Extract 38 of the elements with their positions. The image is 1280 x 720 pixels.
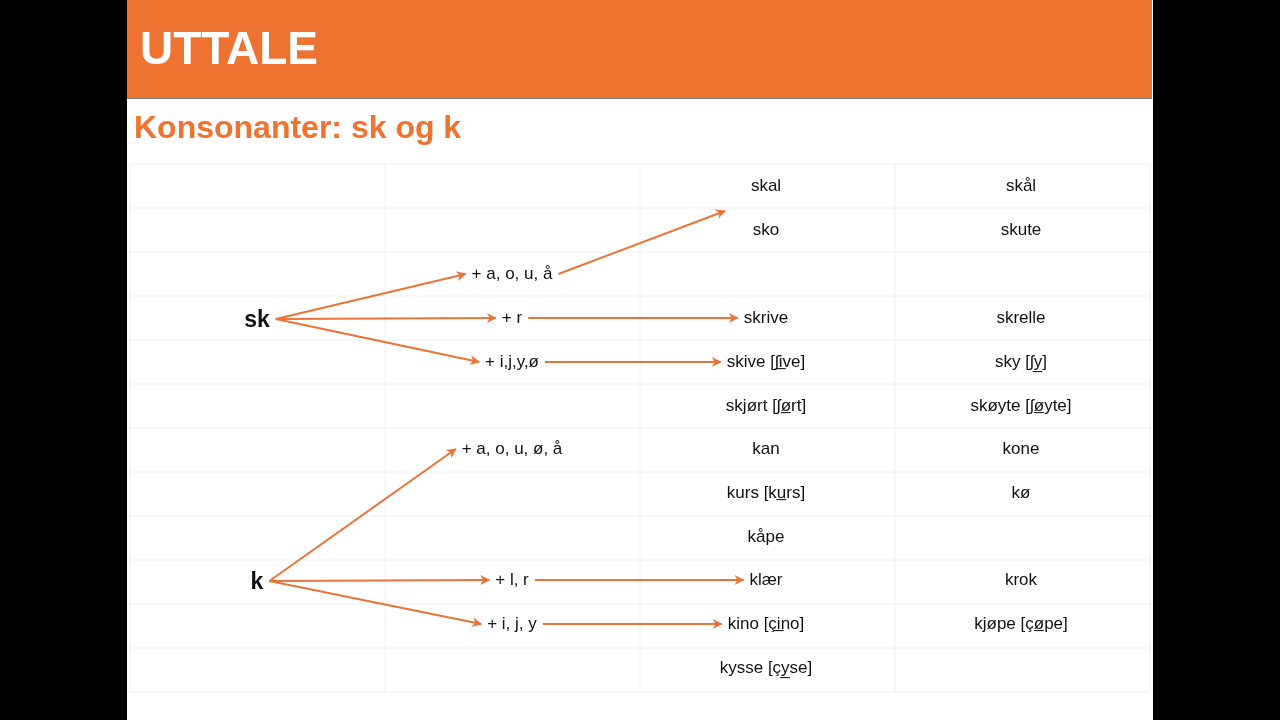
vowel-rule: + a, o, u, ø, å — [455, 438, 569, 460]
arrow — [527, 313, 739, 323]
slide-subtitle: Konsonanter: sk og k — [134, 108, 462, 146]
example-word: skive [ʃi̲ve] — [720, 351, 812, 373]
example-word: kjøpe [çø̲pe] — [973, 613, 1069, 635]
vowel-rule: + l, r — [489, 569, 535, 591]
vowel-rule: + i,j,y,ø — [479, 351, 545, 373]
arrow — [533, 575, 745, 585]
example-word: skal — [749, 175, 783, 197]
arrow — [541, 619, 723, 629]
example-word: krok — [1003, 569, 1039, 591]
example-word: skjørt [ʃø̲rt] — [724, 395, 808, 417]
example-word: kino [çi̲no] — [721, 613, 811, 635]
example-word: skål — [1004, 175, 1038, 197]
slide-title: UTTALE — [140, 22, 318, 74]
example-word: skrelle — [995, 307, 1047, 329]
consonant-cluster: k — [244, 567, 270, 595]
consonant-cluster: sk — [238, 305, 276, 333]
example-word: sky [ʃy̲] — [994, 351, 1048, 373]
vowel-rule: + i, j, y — [481, 613, 543, 635]
arrow — [557, 209, 726, 275]
example-word: kan — [751, 438, 781, 460]
example-word: kåpe — [746, 526, 786, 548]
example-word: klær — [743, 569, 789, 591]
arrow — [274, 318, 480, 366]
arrow — [268, 580, 483, 628]
example-word: sko — [751, 219, 781, 241]
example-word: skrive — [737, 307, 795, 329]
vowel-rule: + a, o, u, å — [465, 263, 559, 285]
example-word: skøyte [ʃø̲yte] — [969, 395, 1073, 417]
example-word: kurs [ku̲rs] — [725, 482, 807, 504]
example-word: kysse [çy̲se] — [718, 657, 814, 679]
vowel-rule: + r — [495, 307, 529, 329]
arrow — [544, 357, 722, 367]
example-word: skute — [999, 219, 1043, 241]
example-word: kone — [1001, 438, 1041, 460]
arrow — [268, 448, 457, 582]
example-word: kø — [1010, 482, 1032, 504]
